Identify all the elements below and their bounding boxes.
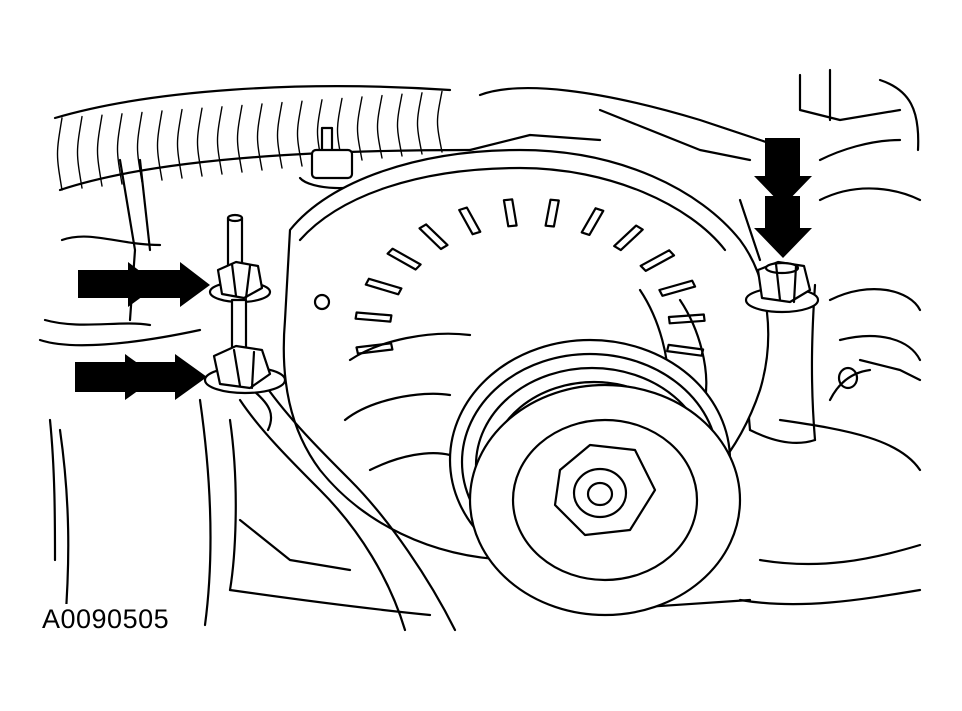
hose-rib [396, 93, 403, 157]
upper-stud-nut [208, 213, 272, 304]
fan-slot [386, 247, 422, 271]
hose-rib [76, 115, 83, 189]
corrugated-hose [53, 85, 472, 192]
right-bolt [744, 260, 820, 314]
hose-rib [56, 117, 63, 191]
arrow-right-bolt [754, 138, 812, 258]
arrow-upper-left-stud-nut [78, 262, 210, 307]
wiring-harness [238, 383, 457, 632]
fan-slot [667, 313, 706, 325]
pipe-clamp [828, 366, 872, 402]
hose-rib [96, 114, 103, 187]
fan-slot [544, 198, 560, 228]
hose-rib [176, 108, 183, 179]
hose-rib [116, 113, 123, 185]
hose-rib [436, 90, 443, 153]
lower-stud-nut [203, 298, 287, 395]
hose-rib [236, 104, 243, 173]
fan-slot [355, 342, 394, 355]
fan-slot [354, 311, 393, 323]
fan-slot [418, 223, 449, 251]
hose-rib [196, 107, 203, 177]
arrow-lower-left-stud-nut [75, 354, 207, 400]
fan-slot [613, 224, 644, 252]
fan-slot [502, 198, 518, 228]
hose-rib [276, 101, 283, 169]
hose-rib [356, 96, 363, 161]
hose-rib [416, 92, 423, 155]
fan-slot [639, 249, 676, 272]
hose-rib [216, 106, 223, 175]
fan-slot [658, 279, 697, 297]
hose-rib [296, 100, 303, 167]
fan-slot [458, 206, 482, 236]
hose-rib [256, 103, 263, 171]
fan-slot [665, 343, 705, 357]
fan-slot [364, 277, 403, 296]
hose-rib [376, 94, 383, 159]
fan-slot [580, 207, 605, 236]
hose-rib [156, 110, 163, 181]
pulley [448, 338, 742, 617]
figure-id-label: A0090505 [38, 604, 174, 635]
